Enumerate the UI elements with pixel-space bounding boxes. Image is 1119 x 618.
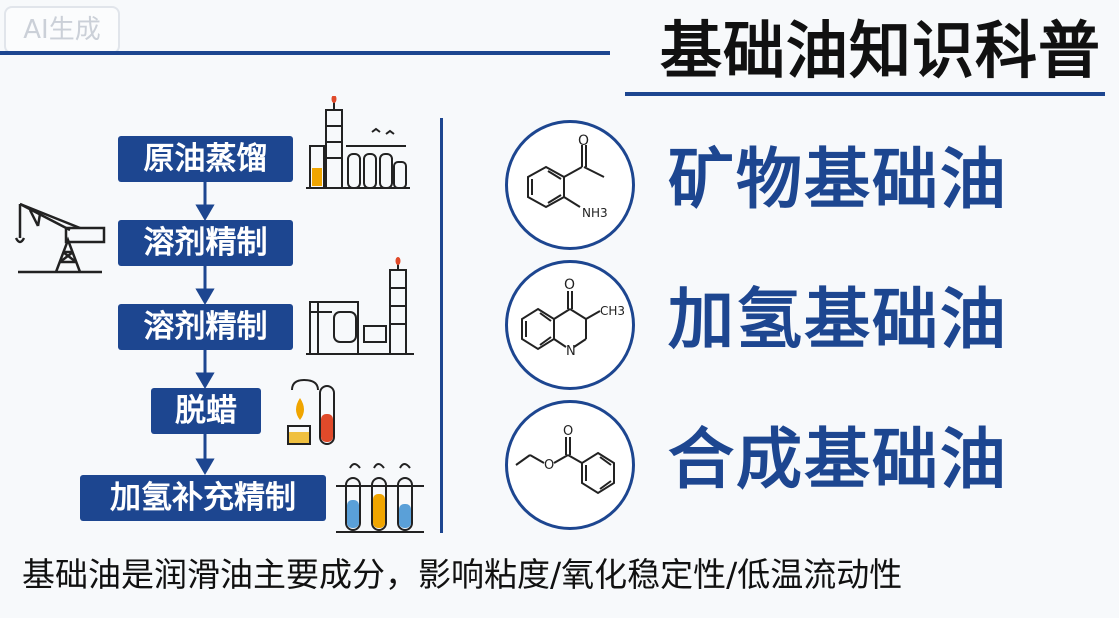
hydrogenated-base-oil-label: 加氢基础油 — [668, 281, 1008, 358]
synthetic-base-oil-label: 合成基础油 — [668, 421, 1008, 498]
summary-caption: 基础油是润滑油主要成分，影响粘度/氧化稳定性/低温流动性 — [22, 555, 903, 594]
ch3-label: CH3 — [600, 304, 625, 318]
distillation-column-icon — [306, 257, 414, 355]
process-arrows — [195, 182, 215, 475]
test-tubes-icon — [336, 463, 424, 533]
step-crude-distillation: 原油蒸馏 — [118, 136, 293, 182]
header-rule — [0, 51, 610, 55]
ai-generated-watermark: AI生成 — [4, 6, 120, 54]
title-underline — [625, 92, 1105, 96]
lab-apparatus-icon — [287, 378, 335, 445]
svg-text:O: O — [564, 277, 575, 293]
ethyl-benzoate-structure-icon: O O — [515, 424, 615, 495]
svg-text:O: O — [544, 458, 554, 473]
page-title: 基础油知识科普 — [659, 14, 1101, 87]
nitrogen-label: N — [566, 344, 576, 359]
step-dewaxing: 脱蜡 — [151, 388, 261, 434]
synthetic-oil-molecule-badge: O O — [505, 400, 635, 530]
nh3-label: NH3 — [582, 206, 608, 220]
quinolinone-structure-icon: O N CH3 — [521, 277, 625, 359]
mineral-oil-molecule-badge: O NH3 — [505, 120, 635, 250]
step-solvent-refining-1: 溶剂精制 — [118, 220, 293, 266]
refinery-icon — [306, 96, 410, 189]
aminoacetophenone-structure-icon: O NH3 — [527, 133, 608, 220]
step-solvent-refining-2: 溶剂精制 — [118, 304, 293, 350]
step-hydrofinishing: 加氢补充精制 — [80, 475, 326, 521]
mineral-base-oil-label: 矿物基础油 — [668, 141, 1008, 218]
crane-icon — [14, 202, 106, 274]
svg-text:O: O — [563, 424, 573, 439]
hydrogenated-oil-molecule-badge: O N CH3 — [505, 260, 635, 390]
svg-text:O: O — [578, 133, 589, 149]
section-divider — [440, 118, 443, 533]
